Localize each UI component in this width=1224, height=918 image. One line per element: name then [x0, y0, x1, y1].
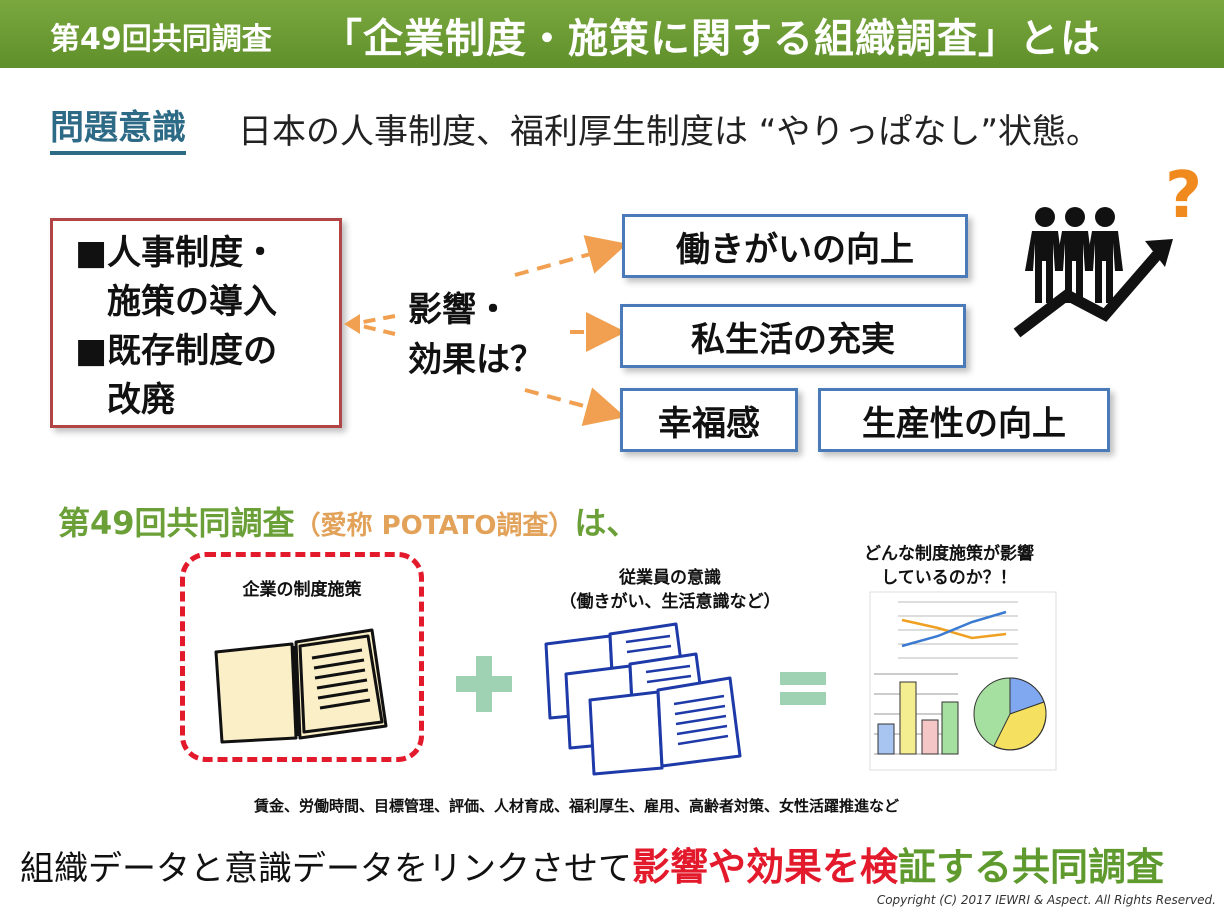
question-mark-icon: ?: [1165, 159, 1202, 233]
copyright: Copyright (C) 2017 IEWRI & Aspect. All R…: [877, 893, 1216, 907]
company-policy-label: 企業の制度施策: [180, 578, 424, 602]
title-banner: 第49回共同調査 「企業制度・施策に関する組織調査」とは: [0, 0, 1224, 68]
policy-box: ■人事制度・ 施策の導入 ■既存制度の 改廃: [50, 218, 342, 428]
outcome-happiness-label: 幸福感: [658, 396, 760, 445]
equals-icon: [778, 666, 828, 710]
arrow-to-o1: [515, 248, 612, 275]
policy-line-1: ■人事制度・: [75, 229, 339, 278]
result-label-line-2: しているのか？！: [836, 566, 1062, 590]
potato-title: 第49回共同調査（愛称 POTATO調査）は、: [58, 498, 638, 544]
result-label: どんな制度施策が影響 しているのか？！: [836, 542, 1062, 590]
conclusion-part-4: する共同調査: [936, 845, 1164, 889]
questionnaire-stack-icon: [540, 616, 760, 776]
problem-text: 日本の人事制度、福利厚生制度は “やりっぱなし”状態。: [238, 104, 1100, 153]
outcome-engagement-label: 働きがいの向上: [676, 222, 914, 271]
potato-title-main: 第49回共同調査: [58, 504, 295, 542]
policy-line-2: 施策の導入: [75, 278, 339, 327]
outcome-happiness: 幸福感: [620, 388, 798, 452]
conclusion-part-3: 証: [898, 845, 936, 889]
employee-awareness-label: 従業員の意識 （働きがい、生活意識など）: [530, 566, 810, 614]
effect-question: 影響・ 効果は？: [408, 285, 544, 385]
conclusion-part-1: 組織データと意識データをリンクさせて: [20, 849, 632, 889]
employee-label-line-1: 従業員の意識: [530, 566, 810, 590]
potato-title-sub: （愛称 POTATO調査）: [295, 511, 575, 541]
employee-label-line-2: （働きがい、生活意識など）: [530, 590, 810, 614]
result-label-line-1: どんな制度施策が影響: [836, 542, 1062, 566]
conclusion-part-2: 影響や効果を検: [632, 845, 898, 889]
arrow-to-policy: [358, 316, 395, 334]
effect-line-2: 効果は？: [408, 335, 544, 385]
policy-line-3: ■既存制度の: [75, 327, 339, 376]
outcome-private-life: 私生活の充実: [620, 304, 966, 368]
title-large: 「企業制度・施策に関する組織調査」とは: [322, 6, 1101, 64]
policy-line-4: 改廃: [75, 376, 339, 425]
plus-icon: [452, 652, 516, 716]
arrow-head-left: [344, 314, 360, 334]
binder-icon: [208, 622, 398, 748]
title-small: 第49回共同調査: [50, 14, 272, 58]
outcome-engagement: 働きがいの向上: [622, 214, 968, 278]
arrow-to-o3: [525, 390, 610, 413]
people-growth-icon: ?: [1005, 155, 1215, 340]
outcome-productivity-label: 生産性の向上: [862, 396, 1066, 445]
potato-title-suffix: は、: [574, 504, 638, 542]
policy-examples-note: 賃金、労働時間、目標管理、評価、人材育成、福利厚生、雇用、高齢者対策、女性活躍推…: [254, 795, 899, 816]
outcome-private-life-label: 私生活の充実: [691, 312, 895, 361]
effect-line-1: 影響・: [408, 285, 544, 335]
outcome-productivity: 生産性の向上: [818, 388, 1110, 452]
problem-label: 問題意識: [50, 100, 186, 155]
analysis-charts-icon: [868, 590, 1058, 772]
conclusion-text: 組織データと意識データをリンクさせて影響や効果を検証する共同調査: [20, 836, 1164, 891]
